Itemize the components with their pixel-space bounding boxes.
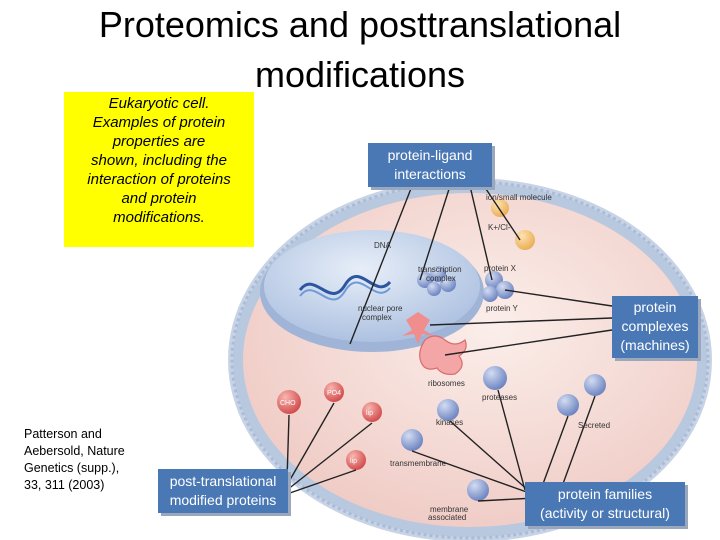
callout-line: post-translational (169, 473, 277, 489)
label-dna: DNA (374, 241, 392, 250)
note-line: properties are (112, 133, 206, 150)
label-lip-1: lip (366, 410, 373, 417)
citation-line: Genetics (supp.), (24, 461, 120, 475)
citation: Patterson and Aebersold, Nature Genetics… (24, 426, 144, 494)
callout-protein-complexes: protein complexes (machines) (612, 296, 698, 358)
label-cho: CHO (280, 400, 296, 407)
nuclear-pore-complex (402, 312, 434, 344)
callout-line: protein families (557, 486, 653, 502)
citation-line: 33, 311 (2003) (24, 478, 105, 492)
description-note: Eukaryotic cell. Examples of protein pro… (64, 92, 254, 247)
note-line: shown, including the (91, 152, 227, 169)
page-title: Proteomics and posttranslational modific… (0, 0, 720, 100)
label-kinases: kinases (436, 418, 463, 427)
label-nuclear-pore-1: nuclear pore (358, 304, 403, 313)
callout-protein-ligand: protein-ligand interactions (368, 143, 492, 187)
ptm-markers (277, 382, 382, 470)
label-protein-x: protein X (484, 264, 517, 273)
label-proteases: proteases (482, 393, 517, 402)
callout-line: modified proteins (169, 492, 277, 508)
callout-line: (machines) (620, 337, 690, 353)
label-transmembrane: transmembrane (390, 459, 447, 468)
label-transcription-complex-2: complex (426, 274, 456, 283)
note-line: Examples of protein (92, 114, 226, 131)
callout-line: interactions (394, 166, 466, 182)
label-ions: K+/Cl- (488, 223, 511, 232)
cell-labels: ion/small molecule K+/Cl- DNA transcript… (280, 193, 610, 522)
callout-line: protein-ligand (387, 147, 473, 163)
label-po4: PO4 (327, 390, 341, 397)
note-line: modifications. (113, 209, 205, 226)
protein-x-y (482, 271, 514, 302)
label-transcription-complex-1: transcription (418, 265, 462, 274)
ribosomes (419, 335, 467, 375)
callout-line: complexes (621, 318, 689, 334)
label-ribosomes: ribosomes (428, 379, 465, 388)
label-lip-2: lip (350, 458, 357, 465)
label-secreted: Secreted (578, 421, 610, 430)
connector-lines (286, 185, 613, 502)
callout-ptm-proteins: post-translational modified proteins (158, 469, 288, 513)
note-line: interaction of proteins (87, 171, 231, 188)
note-line: Eukaryotic cell. (108, 95, 210, 112)
cytoplasm-proteins (401, 366, 606, 501)
label-membrane-associated-1: membrane (430, 505, 469, 514)
label-nuclear-pore-2: complex (362, 313, 392, 322)
callout-line: protein (633, 299, 677, 315)
callout-protein-families: protein families (activity or structural… (525, 482, 685, 526)
title-line-2: modifications (254, 54, 466, 95)
citation-line: Patterson and (24, 427, 102, 441)
note-line: and protein (121, 190, 197, 207)
label-protein-y: protein Y (486, 304, 519, 313)
title-line-1: Proteomics and posttranslational (98, 4, 622, 45)
callout-line: (activity or structural) (540, 505, 670, 521)
citation-line: Aebersold, Nature (24, 444, 125, 458)
label-membrane-associated-2: associated (428, 513, 466, 522)
label-small-molecule: ion/small molecule (486, 193, 552, 202)
